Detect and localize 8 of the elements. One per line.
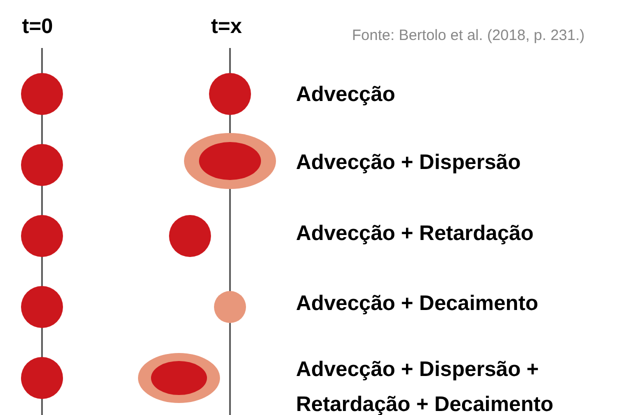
process-label: Advecção — [296, 82, 396, 108]
process-label: Advecção + Dispersão + Retardação + Decaimento — [296, 357, 554, 415]
column-heading: t=x — [211, 14, 242, 40]
column-heading: t=0 — [22, 14, 53, 40]
process-label: Advecção + Decaimento — [296, 291, 538, 317]
process-label: Advecção + Retardação — [296, 221, 534, 247]
process-label: Advecção + Dispersão — [296, 150, 521, 176]
source-note: Fonte: Bertolo et al. (2018, p. 231.) — [352, 27, 585, 45]
